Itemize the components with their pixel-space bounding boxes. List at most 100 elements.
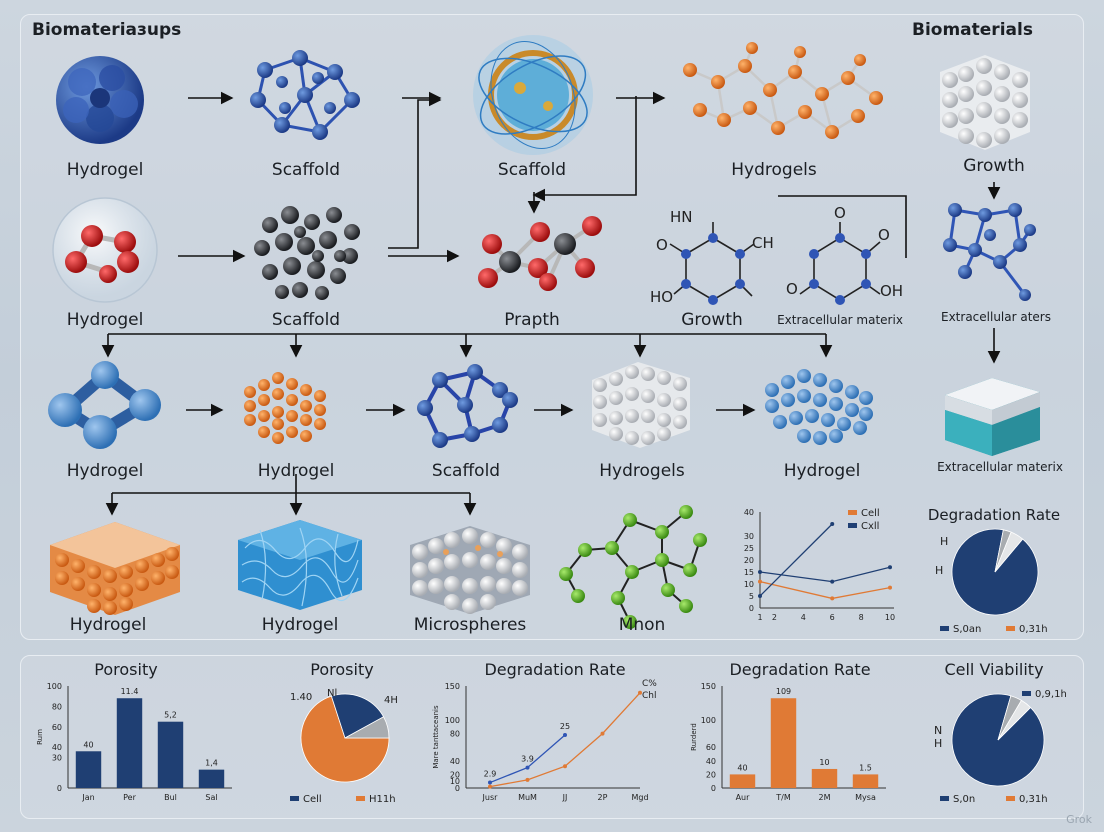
pie-slice (330, 693, 385, 739)
row2-label-prapth: Prapth (504, 310, 560, 330)
degradation-bar-title: Degradation Rate (729, 660, 871, 679)
upper-pie-title: Degradation Rate (927, 506, 1061, 524)
y-tick-label: 20 (706, 770, 716, 779)
line-data-label: 25 (560, 722, 570, 731)
x-tick-label: Jusr (482, 793, 499, 802)
matrix-bracket (778, 195, 907, 258)
row2-label-growth: Growth (681, 310, 743, 330)
data-point (758, 579, 762, 584)
data-point (488, 780, 492, 785)
right-label-growth: Growth (963, 156, 1025, 176)
series-line (759, 523, 833, 597)
porosity-bar-title: Porosity (94, 660, 158, 679)
cell-viability-title: Cell Viability (944, 660, 1044, 679)
bar-data-label: 1,4 (205, 759, 218, 768)
y-tick-label: 40 (52, 743, 62, 752)
data-point (488, 784, 492, 789)
bar-data-label: 10 (819, 758, 829, 767)
growth-chem-structure (669, 222, 755, 305)
legend-cv-1: S,0n (953, 794, 975, 805)
legend-cv-1-swatch (940, 796, 949, 801)
pie-label-b: Nl (327, 688, 337, 699)
legend-cv-2-swatch (1006, 796, 1015, 801)
degradation-bar-chart: 020406010015040Aur109T/M102M1.5MysaRurde… (690, 682, 886, 802)
legend-cxll: Cxll (861, 521, 879, 532)
bar (852, 774, 879, 788)
legend-chl: Chl (642, 691, 657, 701)
scaffold-cluster-dark (254, 206, 360, 300)
row3-label-hydrogel-3: Hydrogel (783, 461, 861, 481)
x-tick-label: 1 (757, 613, 762, 622)
x-tick-label: 8 (859, 613, 864, 622)
bar (811, 768, 838, 788)
line-data-label: 2.9 (484, 770, 497, 779)
series-line (489, 692, 641, 788)
legend-porosity-pie-1-swatch (290, 796, 299, 801)
flow-arrows (178, 91, 1001, 417)
data-point (830, 596, 835, 601)
legend-porosity-pie-2: H11h (369, 794, 396, 805)
legend-cv-top-swatch (1022, 691, 1031, 696)
row1-label-scaffold-2: Scaffold (497, 160, 567, 180)
pie-label-h: H (934, 737, 942, 750)
extracellular-layered-block (945, 378, 1040, 456)
pie-slice (997, 699, 1032, 741)
chem2-oh: OH (880, 282, 903, 300)
pie-slice (994, 531, 1024, 573)
row3-label-hydrogels: Hydrogels (599, 461, 685, 481)
row4-label-hydrogel-1: Hydrogel (69, 615, 147, 635)
data-point (888, 585, 892, 590)
x-tick-label: 6 (830, 613, 835, 622)
y-axis-label: Rum (36, 729, 44, 745)
scaffold-network-blue (250, 50, 360, 140)
prapth-molecule (478, 216, 602, 291)
series-line (759, 566, 891, 583)
matrix-chem-structure (799, 222, 881, 305)
legend-cv-top: 0,9,1h (1035, 689, 1067, 700)
bar-data-label: 40 (737, 763, 747, 772)
header-title-left: Biomateriaзups (32, 20, 182, 40)
bar-data-label: 5,2 (164, 711, 177, 720)
row4-label-hydrogel-2: Hydrogel (261, 615, 339, 635)
row3-label-hydrogel-1: Hydrogel (66, 461, 144, 481)
y-tick-label: 10 (744, 580, 754, 589)
data-point (638, 690, 642, 695)
scaffold-sphere-wrapped (473, 35, 593, 155)
x-tick-label: T/M (775, 793, 791, 802)
chem2-o-left: O (786, 280, 798, 298)
white-sphere-cube (940, 55, 1030, 150)
hydrogel-bubble (52, 197, 158, 303)
row4-label-mnon: Mnon (618, 615, 666, 635)
x-tick-label: Jan (81, 793, 94, 802)
y-tick-label: 60 (706, 743, 716, 752)
legend-cxll-swatch (848, 523, 857, 528)
chem1-ho: HO (650, 288, 673, 306)
x-tick-label: 2M (819, 793, 831, 802)
y-tick-label: 30 (52, 753, 62, 762)
y-tick-label: 150 (701, 682, 716, 691)
data-point (525, 777, 530, 782)
pie-label-left: H (935, 564, 943, 577)
watermark: Grok (1066, 813, 1092, 826)
line-data-label: 3.9 (521, 755, 534, 764)
right-label-extracellular-aters: Extracellular aters (941, 310, 1051, 324)
data-point (600, 731, 605, 736)
x-tick-label: Aur (736, 793, 751, 802)
y-tick-label: 80 (450, 730, 460, 739)
legend-cell-swatch (848, 510, 857, 515)
x-tick-label: Mgd (631, 793, 648, 802)
x-tick-label: JJ (562, 793, 568, 802)
bar (770, 698, 797, 788)
legend-upper-pie-1-swatch (940, 626, 949, 631)
y-tick-label: 40 (744, 508, 754, 517)
x-tick-label: MuM (518, 793, 537, 802)
chem1-ch: CH (752, 234, 774, 252)
pie-slice (300, 695, 390, 783)
mnon-green-network (559, 505, 707, 629)
data-point (758, 570, 762, 574)
hydrogel-cluster-blue (56, 56, 144, 144)
y-tick-label: 0 (57, 784, 62, 793)
